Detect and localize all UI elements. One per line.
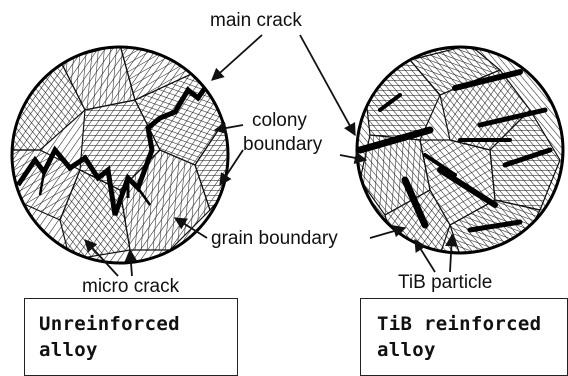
label-colony-boundary-line1: colony	[252, 110, 307, 132]
tib-reinforced-alloy-title-line1: TiB reinforced	[377, 311, 541, 337]
tib-reinforced-microstructure	[350, 40, 568, 260]
tib-reinforced-alloy-title-line2: alloy	[377, 337, 436, 363]
unreinforced-alloy-label-box: Unreinforced alloy	[24, 298, 238, 376]
label-colony-boundary-line2: boundary	[243, 134, 322, 156]
unreinforced-alloy-title-line1: Unreinforced	[39, 311, 180, 337]
label-tib-particle: TiB particle	[398, 272, 492, 294]
unreinforced-alloy-title-line2: alloy	[39, 337, 98, 363]
label-grain-boundary: grain boundary	[211, 228, 338, 250]
tib-reinforced-alloy-label-box: TiB reinforced alloy	[360, 298, 568, 376]
label-main-crack: main crack	[210, 10, 302, 32]
label-micro-crack: micro crack	[82, 276, 179, 298]
